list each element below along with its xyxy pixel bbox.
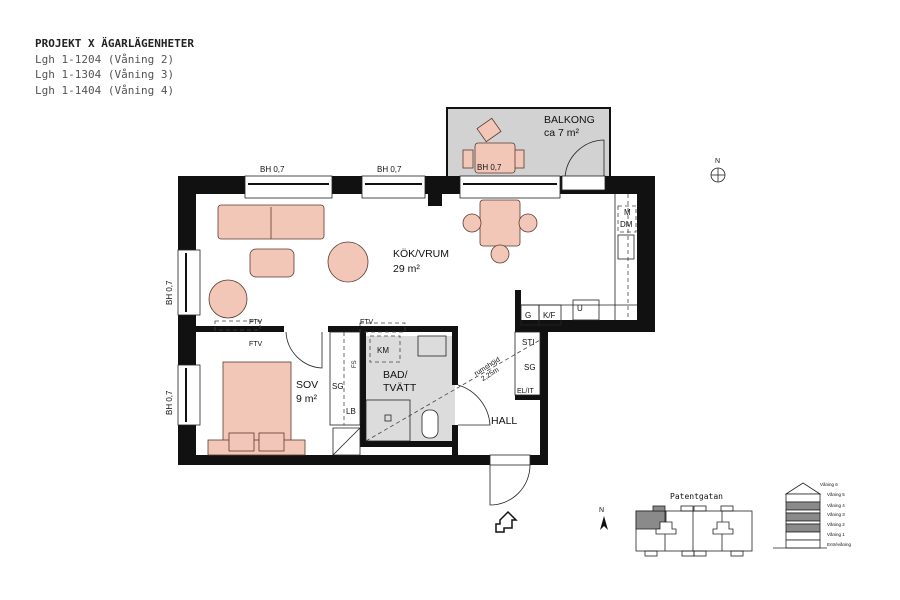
storage — [332, 427, 361, 456]
window-label: BH 0,7 — [377, 165, 402, 174]
balcony-chair — [462, 149, 474, 169]
bathroom-door — [457, 384, 491, 426]
balcony — [446, 107, 611, 179]
wardrobe — [329, 331, 361, 426]
window-label: BH 0,7 — [165, 390, 174, 415]
coffee-table — [249, 248, 295, 278]
fixture-label: G — [525, 311, 531, 320]
floor-label: Våning 5 — [827, 491, 845, 497]
ceiling-height-line — [365, 339, 541, 442]
washing-machine — [369, 335, 401, 363]
balcony-door — [564, 139, 605, 179]
fridge-freezer — [538, 304, 562, 326]
room-name: KÖK/VRUM — [393, 248, 449, 260]
room-name: SOV — [296, 379, 318, 391]
fixture-label: FTV — [249, 319, 263, 326]
ftv-vent — [214, 320, 261, 331]
project-header: PROJEKT X ÄGARLÄGENHETER Lgh 1-1204 (Vån… — [35, 36, 194, 98]
pillow — [228, 432, 255, 452]
balcony-chair — [513, 149, 525, 169]
washbasin — [417, 335, 447, 357]
floor-label: Våning 2 — [827, 521, 845, 527]
unit-line: Lgh 1-1304 (Våning 3) — [35, 68, 175, 81]
bedroom-door — [285, 331, 323, 369]
floor-label: Entrévåning — [827, 541, 852, 547]
bed-headboard — [207, 439, 306, 456]
dining-chair — [490, 244, 510, 264]
site-plan — [635, 505, 753, 557]
kitchen-counter — [521, 194, 637, 320]
fixture-label: FTV — [360, 319, 374, 326]
fixture-label: FS — [352, 360, 358, 368]
armchair — [208, 279, 248, 319]
room-name: HALL — [491, 415, 517, 427]
floor-label: Våning 1 — [827, 531, 845, 537]
bathroom-floor — [366, 336, 455, 444]
pillow — [258, 432, 285, 452]
entrance-door — [489, 464, 531, 506]
compass-label: N — [715, 158, 720, 165]
dining-chair — [518, 213, 538, 233]
hall-closet — [514, 331, 541, 396]
fixture-label: KM — [377, 346, 389, 355]
oven — [572, 299, 600, 321]
window-label: BH 0,7 — [477, 163, 502, 172]
balcony-table — [474, 142, 516, 174]
fixture-label: DM — [620, 220, 633, 229]
floor-label: Våning 4 — [827, 502, 845, 508]
armchair — [327, 241, 369, 283]
room-area: 29 m² — [393, 263, 420, 275]
entrance-arrow-icon — [495, 510, 518, 533]
fixture-label: SG — [332, 382, 344, 391]
fixture-label: K/F — [543, 311, 556, 320]
floor-label: Våning 6 — [820, 481, 838, 487]
shower — [365, 399, 411, 442]
windows — [177, 175, 606, 466]
dining-chair — [462, 213, 482, 233]
project-title: PROJEKT X ÄGARLÄGENHETER — [35, 37, 194, 50]
street-name: Patentgatan — [670, 492, 723, 501]
toilet — [421, 409, 439, 439]
floor-label: Våning 3 — [827, 511, 845, 517]
dishwasher — [617, 205, 637, 233]
balcony-chair — [476, 117, 502, 143]
fixture-label: EL/IT — [517, 388, 534, 395]
window-label: BH 0,7 — [260, 165, 285, 174]
balcony-name: BALKONG — [544, 114, 595, 126]
fixture-label: STI — [522, 338, 534, 347]
ftv-vent — [359, 322, 406, 333]
unit-line: Lgh 1-1404 (Våning 4) — [35, 83, 175, 97]
fixture-label: LB — [346, 407, 356, 416]
north-arrow-icon — [600, 516, 608, 530]
sink — [617, 234, 635, 260]
drain — [384, 414, 392, 422]
fixture-label: FTV — [249, 341, 263, 348]
site-north-label: N — [599, 507, 604, 514]
window-label: BH 0,7 — [165, 280, 174, 305]
balcony-area: ca 7 m² — [544, 127, 580, 139]
room-name: BAD/ — [383, 369, 408, 381]
room-name: TVÄTT — [383, 382, 417, 394]
room-area: 9 m² — [296, 393, 318, 405]
fixture-label: M — [624, 208, 631, 217]
unit-line: Lgh 1-1204 (Våning 2) — [35, 52, 175, 66]
building-section — [773, 482, 827, 549]
fixture-label: U — [577, 304, 583, 313]
fixture-label: SG — [524, 363, 536, 372]
dining-table — [479, 199, 521, 247]
